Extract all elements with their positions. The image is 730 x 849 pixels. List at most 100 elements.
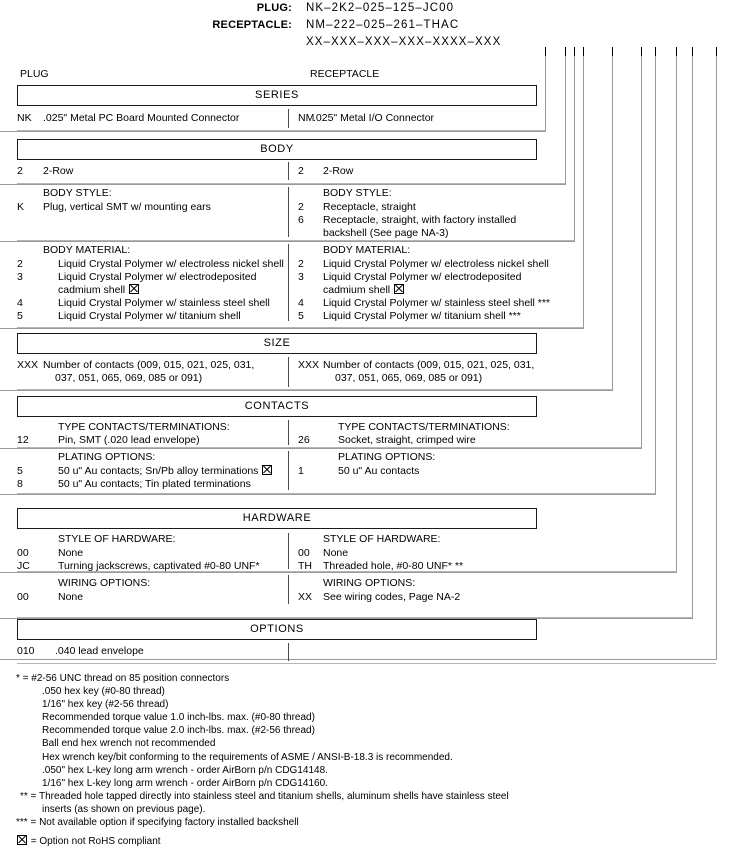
option-text: Liquid Crystal Polymer w/ electroless ni… [58,258,284,270]
section-rows-series: NK .025" Metal PC Board Mounted Connecto… [17,107,545,131]
generic-part-number-row: XX–XXX–XXX–XXX–XXXX–XXX [0,36,730,53]
column-divider [288,187,289,237]
footnote-star-line: 1/16" hex L-key long arm wrench - order … [42,777,328,789]
column-divider [288,451,289,490]
section-title-contacts: CONTACTS [17,396,537,417]
option-code: 5 [17,465,23,477]
leader-tick-body-rows [565,47,566,56]
column-divider [288,420,289,445]
section-rows-body-material: BODY MATERIAL: 2 Liquid Crystal Polymer … [17,241,583,328]
option-text: Number of contacts (009, 015, 021, 025, … [323,359,535,371]
option-text: Number of contacts (009, 015, 021, 025, … [43,359,255,371]
row-separator [17,183,565,184]
group-heading: WIRING OPTIONS: [323,577,416,589]
option-code: JC [17,560,30,572]
footnote-star-line: 1/16" hex key (#2-56 thread) [42,699,169,711]
option-text: .025" Metal PC Board Mounted Connector [43,112,240,124]
option-text: cadmium shell [323,284,391,296]
footnotes: * = #2-56 UNC thread on 85 position conn… [16,672,716,848]
section-rows-body-rowcount: 2 2-Row 2 2-Row [17,161,565,184]
leader-tick-plating [655,47,656,56]
leader-tick-body-material [583,47,584,56]
option-text: None [58,547,84,559]
footnote-triplestar-mark: *** = [16,817,37,829]
option-text: Liquid Crystal Polymer w/ stainless stee… [58,297,270,309]
option-text-continued: cadmium shell [323,284,405,296]
option-text: Liquid Crystal Polymer w/ titanium shell [58,310,241,322]
group-heading: WIRING OPTIONS: [58,577,151,589]
footnote-triplestar: *** = Not available option if specifying… [16,816,716,829]
option-text: 50 u" Au contacts; Sn/Pb alloy terminati… [58,465,259,477]
option-code: 8 [17,478,23,490]
row-separator [17,327,583,328]
column-caption-receptacle: RECEPTACLE [310,68,380,80]
group-heading: BODY MATERIAL: [323,244,411,256]
rohs-noncompliant-icon [394,284,405,294]
footnote-doublestar-first: ** = Threaded hole tapped directly into … [16,790,716,803]
option-code: 4 [298,297,304,309]
footnote-doublestar-text: Threaded hole tapped directly into stain… [39,790,509,802]
option-code: NM [298,112,315,124]
leader-tick-hardware [676,47,677,56]
option-code: 6 [298,214,304,226]
row-separator [17,389,612,390]
option-code: 26 [298,434,310,446]
footnote-doublestar-mark: ** = [20,790,37,802]
option-code: XXX [298,359,320,371]
column-divider [288,533,289,569]
receptacle-part-number-row: RECEPTACLE: NM–222–025–261–THAC [0,19,730,36]
leader-tick-body-style [574,47,575,56]
option-text-continued: cadmium shell [58,284,140,296]
section-rows-hardware-style: STYLE OF HARDWARE: 00 None JC Turning ja… [17,530,676,572]
rohs-noncompliant-icon [17,835,27,846]
part-number-header: PLUG: NK–2K2–025–125–JC00 RECEPTACLE: NM… [0,2,730,53]
group-heading: BODY STYLE: [323,187,392,199]
option-code: 5 [298,310,304,322]
footnote-rohs: = Option not RoHS compliant [16,835,716,848]
option-code: 00 [17,591,29,603]
option-code: 2 [17,165,23,177]
section-title-body: BODY [17,139,537,160]
option-code: 5 [17,310,23,322]
option-code: 2 [298,165,304,177]
option-text: Receptacle, straight [323,201,416,213]
row-separator [17,571,676,572]
plug-label: PLUG: [256,2,292,14]
option-text: 2-Row [43,165,74,177]
option-code: 00 [17,547,29,559]
option-text: 037, 051, 065, 069, 085 or 091) [55,372,203,384]
footnote-star-line: Ball end hex wrench not recommended [42,738,216,750]
option-text: 50 u" Au contacts [338,465,420,477]
column-divider [288,162,289,180]
option-text: 037, 051, 065, 069, 085 or 091) [335,372,483,384]
option-text: Liquid Crystal Polymer w/ electroless ni… [323,258,549,270]
option-code: TH [298,560,312,572]
option-code: 00 [298,547,310,559]
option-code: 1 [298,465,304,477]
leader-tick-series [545,47,546,56]
column-divider [288,244,289,321]
footnote-doublestar-line: inserts (as shown on previous page). [42,803,206,815]
plug-part-number-row: PLUG: NK–2K2–025–125–JC00 [0,2,730,19]
option-text: Socket, straight, crimped wire [338,434,476,446]
option-text-continued: 50 u" Au contacts; Sn/Pb alloy terminati… [58,465,273,477]
option-text: cadmium shell [58,284,126,296]
section-title-hardware: HARDWARE [17,508,537,529]
column-divider [288,643,289,661]
row-separator [17,493,655,494]
group-heading: PLATING OPTIONS: [338,451,436,463]
footnote-rohs-text: Option not RoHS compliant [39,836,161,848]
option-text: Pin, SMT (.020 lead envelope) [58,434,200,446]
option-code: 010 [17,645,35,657]
receptacle-label: RECEPTACLE: [212,19,292,31]
option-code: K [17,201,25,213]
option-text: None [58,591,84,603]
option-text: Liquid Crystal Polymer w/ electrodeposit… [58,271,257,283]
section-rows-size: XXX Number of contacts (009, 015, 021, 0… [17,355,612,390]
option-text: Liquid Crystal Polymer w/ stainless stee… [323,297,551,309]
generic-part-number-mask: XX–XXX–XXX–XXX–XXXX–XXX [306,36,502,48]
footnote-star-mark: * = [16,673,29,684]
rohs-noncompliant-icon [129,284,140,294]
option-text: Threaded hole, #0-80 UNF* ** [323,560,464,572]
footnote-star-line: Hex wrench key/bit conforming to the req… [42,751,453,763]
